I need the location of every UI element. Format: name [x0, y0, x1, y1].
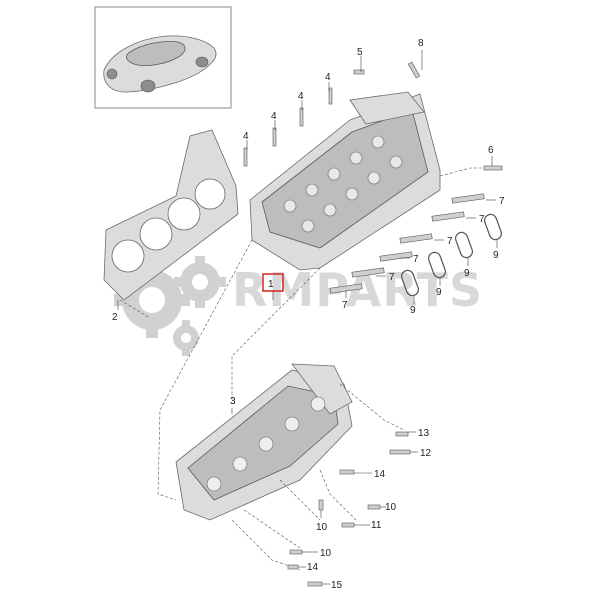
callout-2: 2: [112, 312, 118, 323]
callout-4: 4: [271, 111, 277, 122]
vehicle-thumbnail: [94, 6, 232, 109]
callout-3: 3: [230, 396, 236, 407]
callout-12: 12: [420, 448, 432, 459]
callout-1: 1: [268, 279, 274, 290]
cylinder-head-upper: [249, 91, 441, 271]
callout-9: 9: [436, 287, 442, 298]
callout-9: 9: [493, 250, 499, 261]
callout-7: 7: [342, 300, 348, 311]
callout-13: 13: [418, 428, 430, 439]
callout-14: 14: [374, 469, 386, 480]
callout-4: 4: [298, 91, 304, 102]
callout-15: 15: [331, 580, 343, 591]
gear-icon: [173, 320, 199, 356]
camshaft-journals: [283, 135, 403, 233]
callout-10: 10: [385, 502, 397, 513]
callout-10: 10: [320, 548, 332, 559]
callout-7: 7: [499, 196, 505, 207]
callout-7: 7: [479, 214, 485, 225]
callout-4: 4: [325, 72, 331, 83]
callout-14: 14: [307, 562, 319, 573]
watermark-logo: RMPARTS: [114, 256, 482, 356]
callout-7: 7: [389, 272, 395, 283]
callout-7: 7: [447, 236, 453, 247]
callout-5: 5: [357, 47, 363, 58]
callout-9: 9: [410, 305, 416, 316]
cylinder-head-lower: [175, 363, 353, 521]
leader-lines: [117, 50, 498, 585]
callout-8: 8: [418, 38, 424, 49]
callout-7: 7: [413, 254, 419, 265]
bolts: [243, 61, 503, 587]
callout-labels: 1 2 3 4 4 4 4 5 6 7 7 7 7 7 7 8 9 9 9 9 …: [112, 38, 505, 591]
highlight-box: [262, 273, 284, 292]
callout-4: 4: [243, 131, 249, 142]
callout-11: 11: [371, 520, 382, 531]
callout-9: 9: [464, 268, 470, 279]
o-rings: [401, 213, 502, 297]
callout-6: 6: [488, 145, 494, 156]
cylinder-head-gasket: [103, 129, 239, 301]
gear-icon: [174, 256, 226, 308]
callout-10: 10: [316, 522, 328, 533]
